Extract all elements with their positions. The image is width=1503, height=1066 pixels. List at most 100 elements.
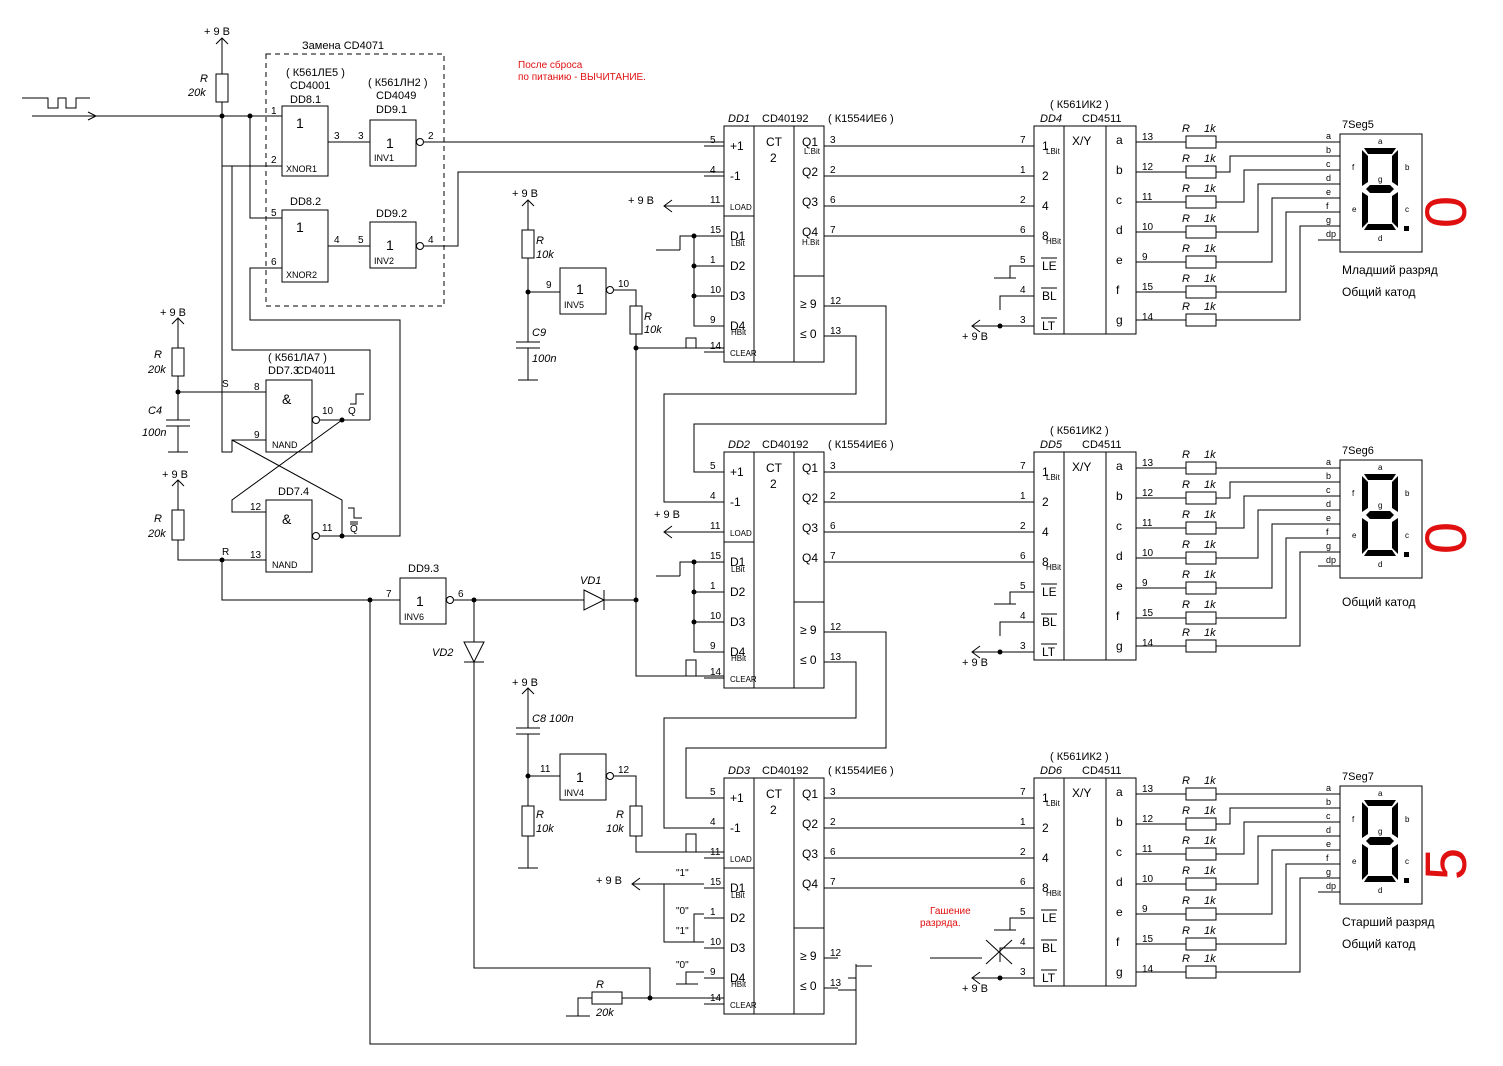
svg-text:2: 2 — [1020, 847, 1026, 858]
svg-text:2: 2 — [770, 803, 777, 817]
svg-text:INV5: INV5 — [564, 300, 584, 310]
gate-dd9-3: DD9.3 1 INV6 7 6 — [367, 563, 857, 1045]
svg-text:1: 1 — [1020, 491, 1026, 502]
svg-text:3: 3 — [830, 787, 836, 798]
svg-text:Q: Q — [348, 406, 356, 417]
svg-text:D3: D3 — [730, 941, 746, 955]
svg-text:R: R — [1182, 599, 1190, 611]
svg-text:R: R — [1182, 953, 1190, 965]
svg-text:f: f — [1116, 609, 1120, 623]
svg-text:20k: 20k — [187, 87, 206, 99]
svg-text:+ 9 В: + 9 В — [628, 195, 654, 207]
svg-text:b: b — [1405, 489, 1410, 498]
svg-text:R: R — [1182, 123, 1190, 135]
svg-text:HBit: HBit — [1046, 563, 1062, 572]
svg-text:14: 14 — [710, 667, 722, 678]
svg-text:INV1: INV1 — [374, 153, 394, 163]
svg-text:2: 2 — [830, 491, 836, 502]
svg-text:4: 4 — [1042, 199, 1049, 213]
svg-text:4: 4 — [1020, 937, 1026, 948]
svg-text:13: 13 — [830, 978, 842, 989]
svg-text:6: 6 — [830, 521, 836, 532]
svg-text:D2: D2 — [730, 259, 746, 273]
svg-text:g: g — [1378, 501, 1382, 510]
svg-text:7Seg6: 7Seg6 — [1342, 445, 1374, 457]
svg-text:15: 15 — [1142, 608, 1154, 619]
svg-text:c: c — [1116, 519, 1122, 533]
svg-text:e: e — [1352, 205, 1357, 214]
svg-text:11: 11 — [322, 523, 333, 534]
svg-text:BL: BL — [1042, 941, 1057, 955]
svg-text:1k: 1k — [1204, 449, 1216, 461]
svg-text:14: 14 — [1142, 964, 1154, 975]
svg-text:9: 9 — [710, 967, 716, 978]
svg-text:dp: dp — [1326, 555, 1336, 565]
svg-text:Q1: Q1 — [802, 461, 818, 475]
svg-text:LOAD: LOAD — [730, 855, 752, 864]
svg-text:4: 4 — [710, 491, 716, 502]
svg-text:14: 14 — [1142, 638, 1154, 649]
svg-text:R: R — [1182, 273, 1190, 285]
svg-text:R: R — [616, 809, 624, 821]
svg-text:1k: 1k — [1204, 599, 1216, 611]
svg-text:2: 2 — [1042, 821, 1049, 835]
svg-text:2: 2 — [1020, 521, 1026, 532]
svg-text:7: 7 — [1020, 461, 1026, 472]
svg-text:g: g — [1326, 215, 1331, 225]
svg-text:13: 13 — [250, 550, 262, 561]
svg-text:R: R — [1182, 243, 1190, 255]
svg-text:12: 12 — [830, 622, 842, 633]
svg-text:R: R — [154, 349, 162, 361]
svg-text:+ 9 В: + 9 В — [512, 677, 538, 689]
svg-text:15: 15 — [710, 551, 722, 562]
svg-text:9: 9 — [546, 280, 552, 291]
svg-text:a: a — [1116, 133, 1123, 147]
svg-text:NAND: NAND — [272, 440, 298, 450]
svg-text:d: d — [1326, 173, 1331, 183]
svg-text:g: g — [1116, 639, 1123, 653]
svg-text:8: 8 — [1042, 555, 1049, 569]
svg-text:R: R — [1182, 925, 1190, 937]
svg-text:g: g — [1116, 313, 1123, 327]
svg-text:DD6: DD6 — [1040, 765, 1063, 777]
svg-text:2: 2 — [770, 477, 777, 491]
svg-text:g: g — [1116, 965, 1123, 979]
svg-text:DD7.3: DD7.3 — [268, 365, 299, 377]
svg-text:e: e — [1326, 187, 1331, 197]
svg-text:Q3: Q3 — [802, 195, 818, 209]
svg-text:R: R — [1182, 895, 1190, 907]
svg-text:11: 11 — [710, 195, 721, 206]
svg-text:9: 9 — [1142, 578, 1148, 589]
svg-text:DD9.1: DD9.1 — [376, 104, 407, 116]
svg-text:Общий катод: Общий катод — [1342, 937, 1416, 951]
svg-text:f: f — [1326, 201, 1329, 211]
svg-text:3: 3 — [1020, 967, 1026, 978]
input-pulse-waveform — [22, 97, 90, 109]
svg-text:a: a — [1326, 783, 1331, 793]
svg-text:13: 13 — [1142, 458, 1154, 469]
svg-text:≥ 9: ≥ 9 — [800, 949, 817, 963]
svg-text:2: 2 — [830, 165, 836, 176]
svg-text:6: 6 — [271, 257, 277, 268]
svg-text:LBit: LBit — [1046, 147, 1061, 156]
svg-text:1k: 1k — [1204, 479, 1216, 491]
svg-text:3: 3 — [358, 131, 364, 142]
svg-text:LBit: LBit — [731, 239, 746, 248]
display-digit: 0 — [1414, 522, 1479, 554]
svg-text:10: 10 — [710, 937, 722, 948]
svg-text:DD9.3: DD9.3 — [408, 563, 439, 575]
svg-text:3: 3 — [1020, 315, 1026, 326]
gate-dd9-1: ( К561ЛН2 ) CD4049 DD9.1 1 INV1 2 — [368, 77, 724, 167]
svg-text:12: 12 — [1142, 488, 1154, 499]
svg-text:100n: 100n — [142, 427, 166, 439]
svg-text:9: 9 — [1142, 904, 1148, 915]
svg-text:3: 3 — [830, 461, 836, 472]
svg-text:1k: 1k — [1204, 569, 1216, 581]
svg-text:LOAD: LOAD — [730, 529, 752, 538]
svg-text:"0": "0" — [676, 906, 689, 917]
